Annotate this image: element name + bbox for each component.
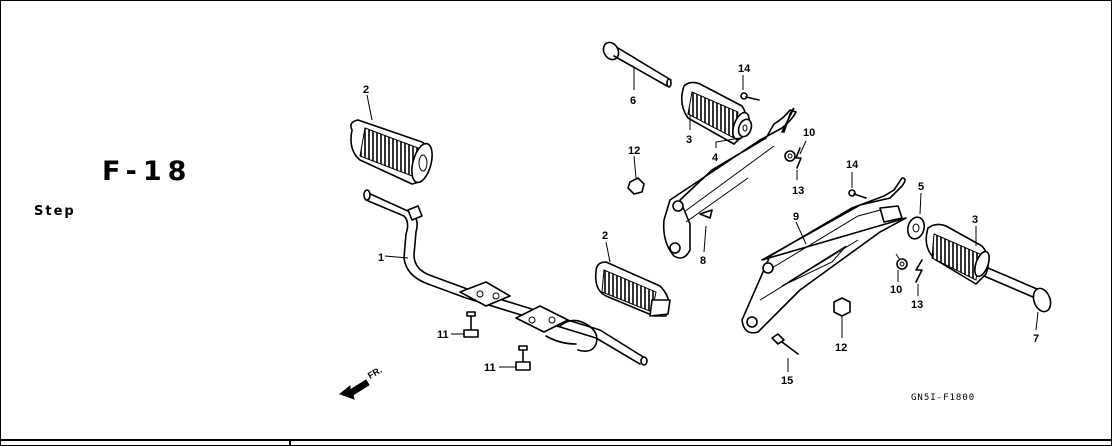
callout-11a: 11 xyxy=(437,329,449,341)
callout-12a: 12 xyxy=(628,145,640,157)
part-cotter-14a xyxy=(740,75,760,101)
callout-6: 6 xyxy=(630,95,636,107)
part-nut-12b xyxy=(833,297,851,338)
callout-2a: 2 xyxy=(363,84,369,96)
section-name: Step xyxy=(34,204,76,219)
callout-3b: 3 xyxy=(972,214,978,226)
callout-13b: 13 xyxy=(911,299,923,311)
direction-label: FR. xyxy=(366,365,384,381)
part-holder-9 xyxy=(741,177,907,334)
callout-12b: 12 xyxy=(835,342,847,354)
part-nut-12a xyxy=(627,155,645,195)
part-bolt-11a xyxy=(451,311,479,338)
bottom-rule xyxy=(0,439,1112,441)
part-washer-4 xyxy=(715,118,753,148)
part-rubber-center xyxy=(594,241,671,317)
part-cotter-13b xyxy=(915,259,923,296)
callout-11b: 11 xyxy=(484,362,496,374)
callout-4: 4 xyxy=(712,152,719,164)
part-bolt-15 xyxy=(771,333,799,372)
callout-13a: 13 xyxy=(792,185,804,197)
callout-10a: 10 xyxy=(803,127,815,139)
part-cotter-13a xyxy=(795,147,802,180)
part-washer-5 xyxy=(906,192,926,240)
part-holder-8 xyxy=(662,107,797,259)
part-pin-7 xyxy=(983,267,1052,331)
part-step-bar xyxy=(363,189,648,366)
callout-15: 15 xyxy=(781,375,793,387)
direction-arrow-icon: FR. xyxy=(338,365,384,400)
callout-7: 7 xyxy=(1033,333,1039,345)
callout-14a: 14 xyxy=(738,63,751,75)
section-code: F-18 xyxy=(102,156,193,187)
drawing-code: GN5I-F1800 xyxy=(911,393,976,403)
bottom-divider-tick xyxy=(289,439,291,446)
callout-5: 5 xyxy=(918,181,924,193)
callout-9: 9 xyxy=(793,211,799,223)
callout-2b: 2 xyxy=(602,230,608,242)
part-rubber-right xyxy=(925,223,990,285)
part-rubber-left xyxy=(350,94,433,185)
part-washer-10b xyxy=(895,253,908,282)
part-bolt-11b xyxy=(499,345,531,371)
part-washer-10a xyxy=(784,140,807,162)
callout-8: 8 xyxy=(700,255,706,267)
part-pin-6 xyxy=(602,41,672,90)
part-cotter-14b xyxy=(848,172,867,199)
callout-14b: 14 xyxy=(846,159,859,171)
callout-1: 1 xyxy=(378,252,384,264)
callout-10b: 10 xyxy=(890,284,902,296)
callout-3a: 3 xyxy=(686,134,692,146)
